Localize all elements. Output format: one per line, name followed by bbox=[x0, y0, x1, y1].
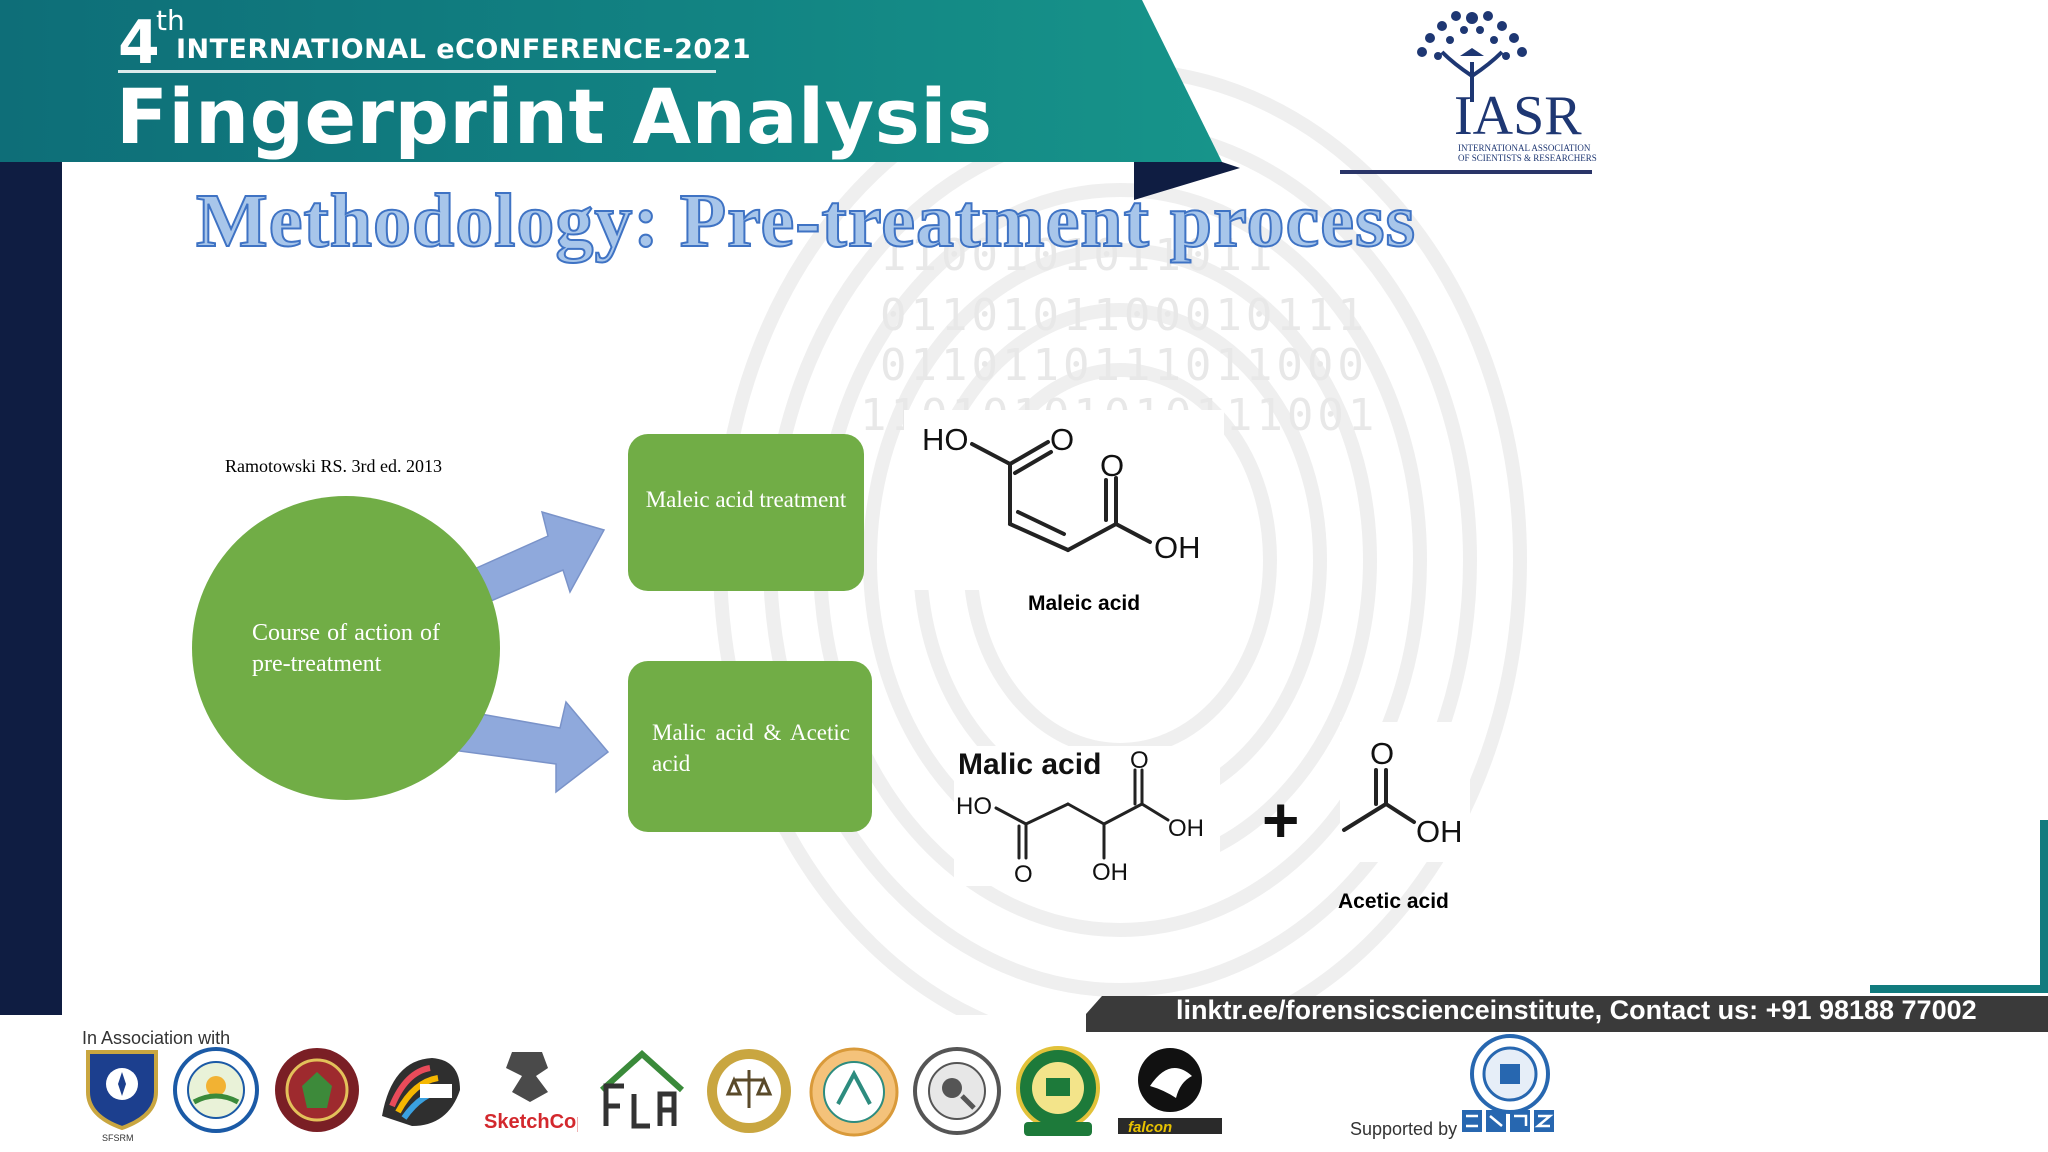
arrow-to-malic-icon bbox=[451, 700, 610, 794]
university-seal-logo-icon bbox=[173, 1047, 259, 1133]
maleic-o-label: O bbox=[1050, 422, 1074, 457]
malic-acid-structure bbox=[994, 768, 1170, 860]
citation: Ramotowski RS. 3rd ed. 2013 bbox=[225, 456, 443, 476]
malic-oh-label: OH bbox=[1092, 859, 1128, 886]
contact-bar bbox=[1086, 996, 2048, 1032]
falcon-wordmark: falcon bbox=[1128, 1119, 1172, 1136]
malic-ho-label: HO bbox=[956, 793, 992, 820]
maleic-acid-node-label: Maleic acid treatment bbox=[645, 487, 847, 512]
title-underline bbox=[118, 70, 716, 73]
maleic-ho-label: HO bbox=[922, 422, 969, 457]
acetic-acid-caption: Acetic acid bbox=[1338, 890, 1449, 913]
course-of-action-node bbox=[192, 496, 500, 800]
maleic-o-label: O bbox=[1100, 448, 1124, 483]
maleic-oh-label: OH bbox=[1154, 530, 1201, 565]
falcon-bureau-logo-icon: falcon bbox=[1118, 1048, 1222, 1136]
plus-sign: + bbox=[1262, 784, 1299, 856]
iasr-logo-underline bbox=[1340, 170, 1592, 174]
header-banner bbox=[0, 0, 1240, 200]
forensic-seal-logo-icon bbox=[707, 1049, 791, 1133]
acetic-o-label: O bbox=[1370, 736, 1394, 771]
svg-text:0110110111011000: 0110110111011000 bbox=[880, 340, 1368, 391]
acetic-oh-label: OH bbox=[1416, 814, 1463, 849]
ifa-logo-icon bbox=[809, 1047, 899, 1137]
chemical-structures: HO O O OH HO O OH O OH + O OH bbox=[922, 422, 1463, 888]
malic-o-label: O bbox=[1130, 747, 1149, 774]
association-label: In Association with bbox=[82, 1028, 231, 1048]
malic-acid-title: Malic acid bbox=[958, 748, 1102, 781]
flab-logo-icon bbox=[599, 1049, 685, 1129]
malic-o-label: O bbox=[1014, 861, 1033, 888]
supported-by-label: Supported by bbox=[1350, 1119, 1458, 1139]
arrow-to-maleic-icon bbox=[471, 510, 606, 606]
slide-title: Methodology: Pre-treatment process bbox=[195, 178, 1417, 264]
edition-number: 4 bbox=[118, 8, 160, 78]
right-teal-accent bbox=[1870, 820, 2048, 993]
svg-text:1100101011011: 1100101011011 bbox=[880, 230, 1276, 281]
edition-suffix: th bbox=[156, 4, 185, 37]
sifs-seal-logo-icon bbox=[1470, 1034, 1550, 1114]
iasr-logo-subtitle: OF SCIENTISTS & RESEARCHERS bbox=[1458, 153, 1597, 163]
conference-title: INTERNATIONAL eCONFERENCE-2021 bbox=[176, 34, 752, 65]
malic-oh-label: OH bbox=[1168, 815, 1204, 842]
contact-info: linktr.ee/forensicscienceinstitute, Cont… bbox=[1176, 995, 1977, 1025]
banner-title: Fingerprint Analysis bbox=[116, 72, 993, 161]
sfsrm-logo-icon bbox=[86, 1050, 158, 1130]
sketchcop-wordmark: SketchCop bbox=[484, 1111, 578, 1133]
sketchcop-logo-icon: SketchCop bbox=[484, 1052, 578, 1133]
malic-acetic-node-label: Malic acid & Acetic acid bbox=[652, 720, 850, 776]
iasr-logo-subtitle: INTERNATIONAL ASSOCIATION bbox=[1458, 143, 1591, 153]
sifs-india-logo-icon bbox=[1462, 1110, 1554, 1132]
acetic-acid-structure bbox=[1342, 768, 1416, 832]
course-of-action-label: Course of action of pre-treatment bbox=[252, 620, 440, 677]
clue4evidence-logo-icon bbox=[382, 1058, 460, 1126]
maleic-acid-node bbox=[628, 434, 864, 591]
green-seal-logo-icon bbox=[1016, 1046, 1100, 1136]
diagram-arrows bbox=[451, 510, 610, 794]
iasr-logo-text: IASR bbox=[1454, 85, 1582, 147]
sfsrm-label: SFSRM bbox=[102, 1133, 134, 1143]
university-of-philippines-logo-icon bbox=[275, 1048, 359, 1132]
maleic-acid-caption: Maleic acid bbox=[1028, 592, 1141, 615]
malic-acetic-node bbox=[628, 661, 872, 832]
svg-text:0110101100010111: 0110101100010111 bbox=[880, 290, 1368, 341]
maleic-acid-structure bbox=[970, 440, 1152, 552]
left-navy-bar bbox=[0, 162, 62, 1015]
iasr-tree-logo-icon bbox=[1417, 11, 1527, 102]
forensic-association-logo-icon bbox=[913, 1047, 1001, 1135]
